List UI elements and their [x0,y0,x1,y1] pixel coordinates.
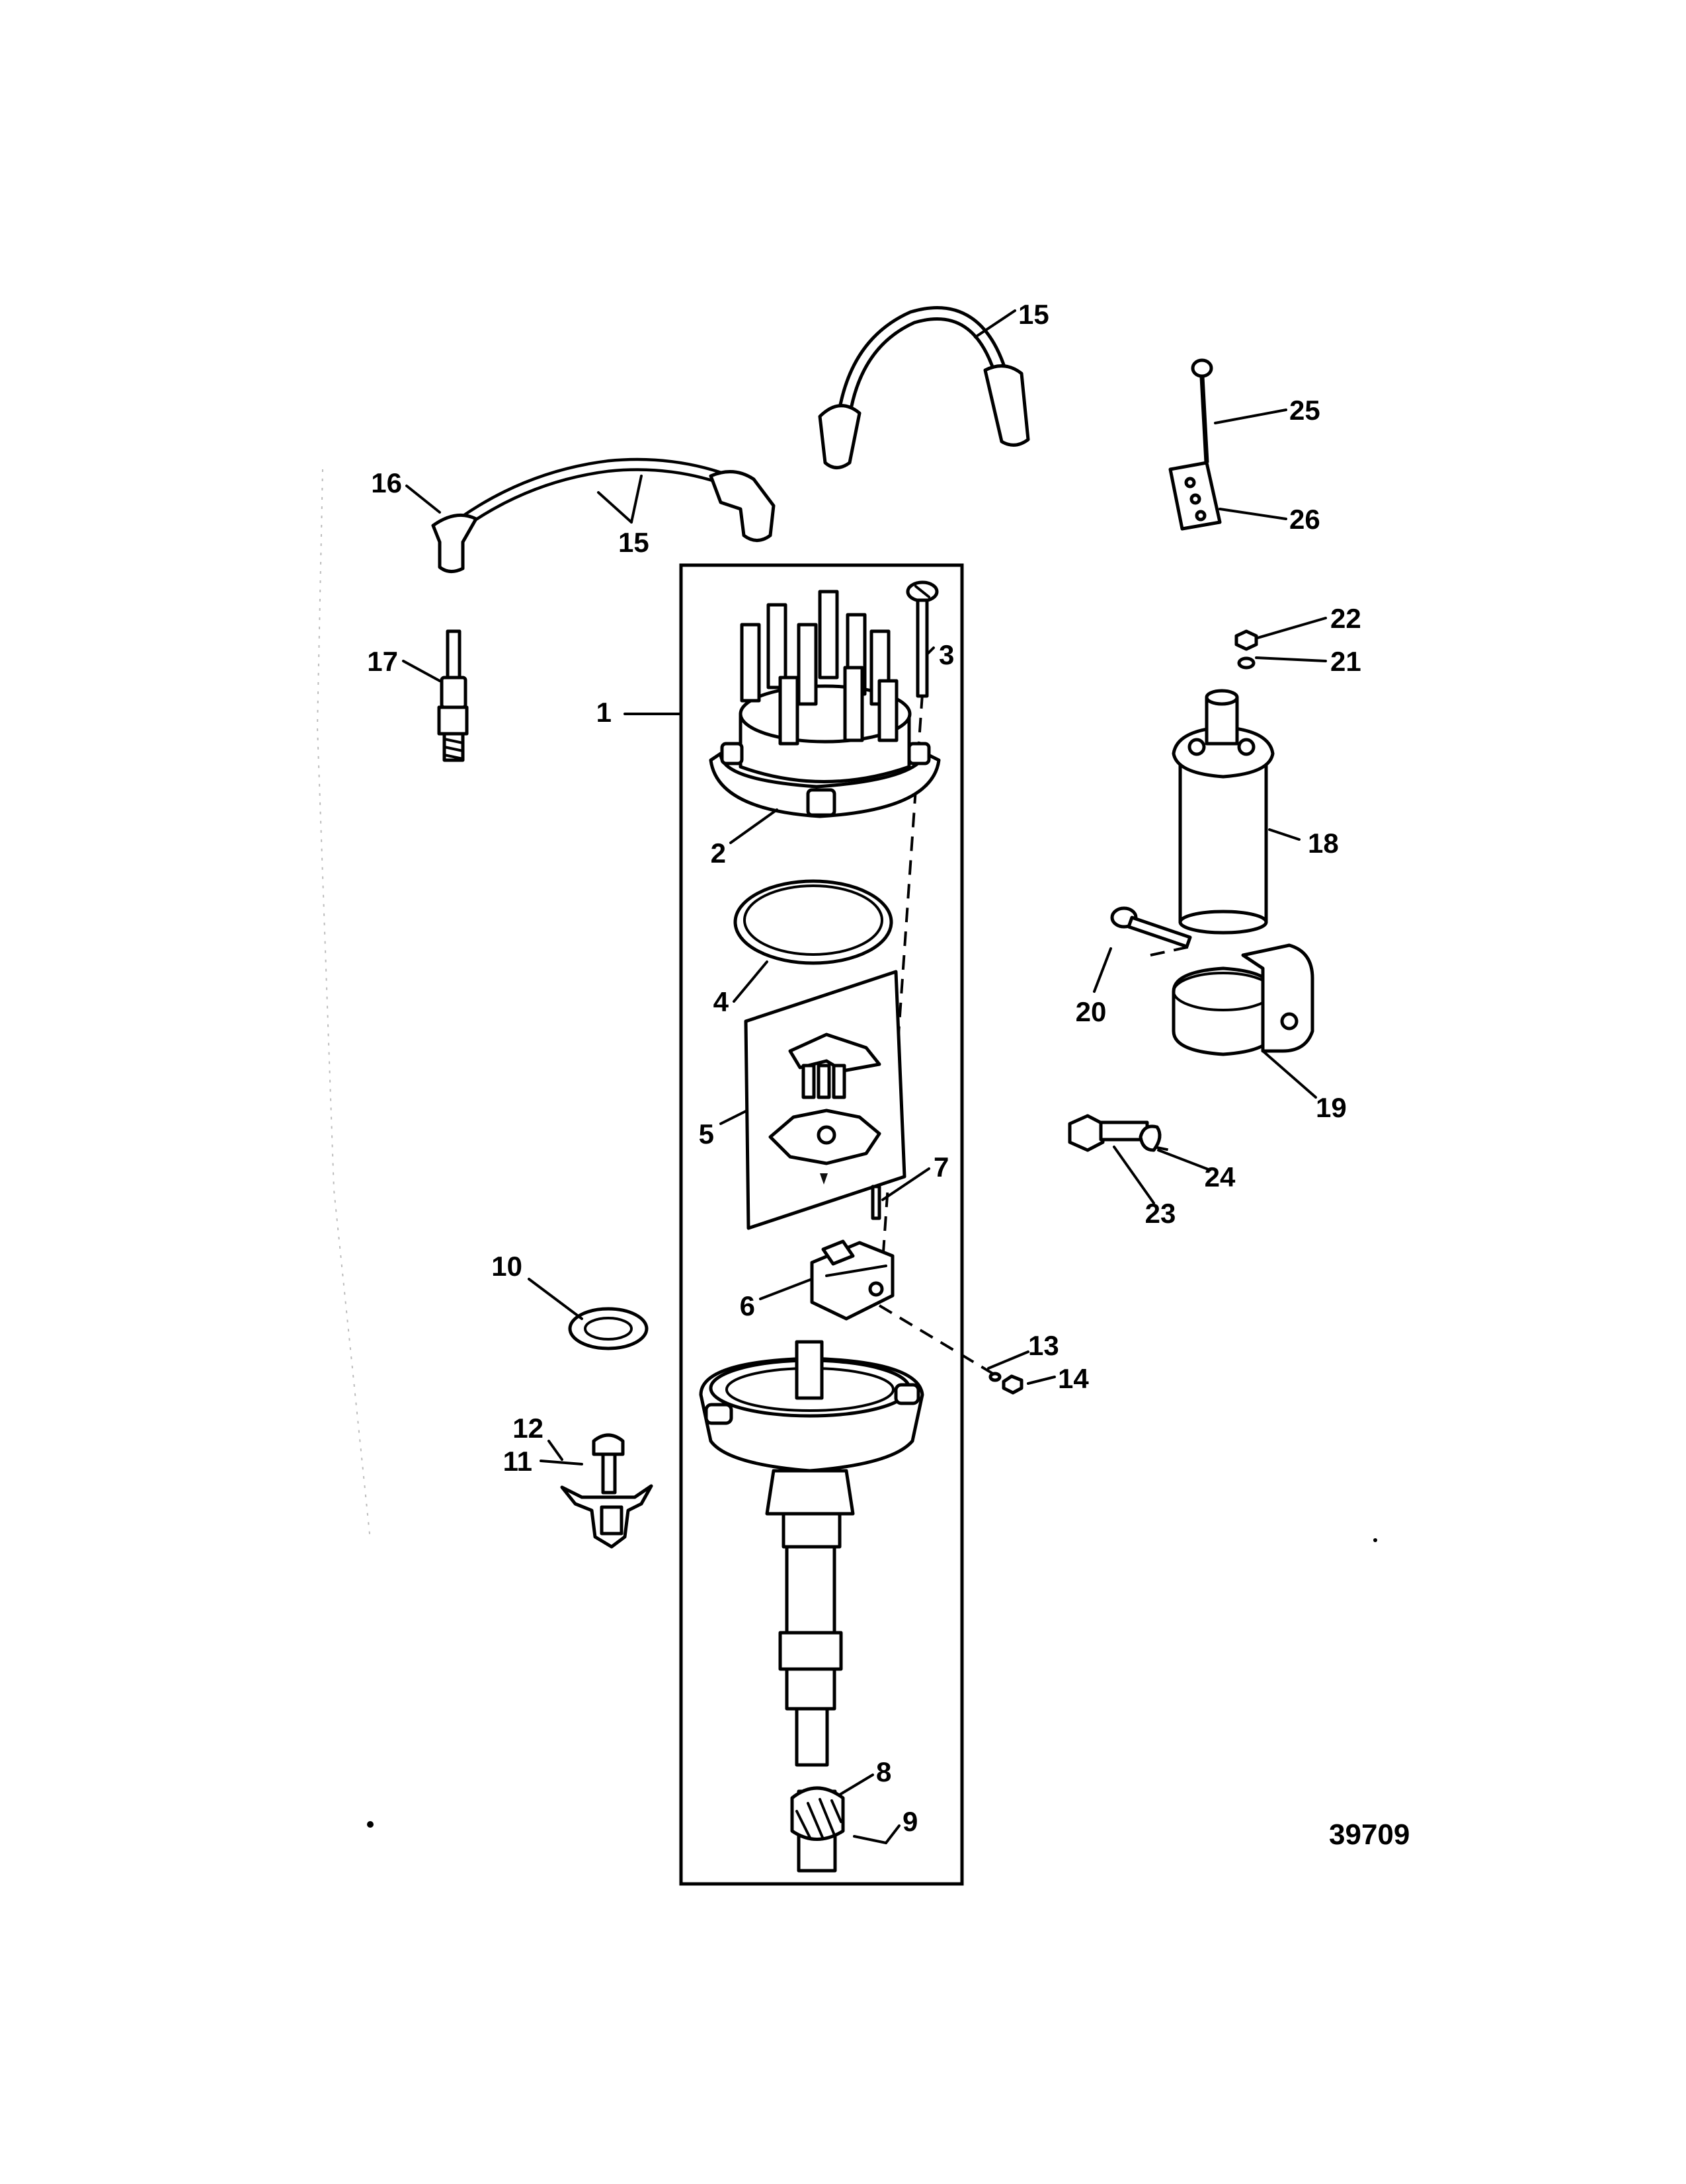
spark-plug-wire-short [818,306,1030,469]
coil-bracket [1172,943,1314,1056]
distributor-assembly-frame [679,563,964,1886]
callout-24: 24 [1205,1161,1236,1192]
module-screw [871,1185,881,1220]
callout-1: 1 [596,697,612,728]
leader-lines [402,309,1327,1844]
coil-nut [1234,629,1258,651]
callout-23: 23 [1145,1198,1176,1229]
scan-artifact-line [316,469,371,1541]
figure-number: 39709 [1329,1818,1410,1851]
scan-speck [367,1821,374,1828]
hex-nut-small [1002,1374,1024,1395]
alignment-line-screw [878,693,924,1309]
scan-speck [1373,1538,1377,1542]
callout-13: 13 [1028,1330,1059,1361]
callout-16: 16 [371,467,402,498]
callout-18: 18 [1308,828,1339,859]
callout-8: 8 [876,1756,891,1787]
distributor-cap [709,590,941,818]
callout-9: 9 [903,1806,918,1837]
callout-20: 20 [1076,996,1107,1027]
tachometer-lead [1191,358,1213,463]
callout-15-left: 15 [618,527,649,558]
terminal-block [1168,461,1222,531]
callout-25: 25 [1289,395,1320,426]
callout-21: 21 [1330,646,1361,677]
lock-washer-small [988,1372,1002,1382]
rotor-kit-panel [744,970,906,1230]
callout-10: 10 [491,1251,522,1282]
ignition-coil [1172,689,1275,935]
hold-down-clamp [560,1484,653,1549]
callout-labels: 1 2 3 4 5 6 7 8 9 10 11 12 13 14 15 15 1… [367,299,1361,1837]
callout-17: 17 [367,646,398,677]
callout-2: 2 [711,838,726,869]
callout-5: 5 [699,1118,714,1150]
distributor-washer [568,1307,649,1350]
callout-11: 11 [503,1446,532,1477]
callout-12: 12 [512,1413,543,1444]
callout-7: 7 [934,1151,949,1183]
callout-14: 14 [1058,1363,1089,1394]
callout-19: 19 [1316,1092,1347,1123]
cap-screw [906,580,939,698]
distributor-housing [699,1340,924,1767]
spark-plug [437,629,469,762]
drive-gear [790,1786,845,1873]
hold-down-bolt [592,1433,625,1495]
callout-22: 22 [1330,603,1361,634]
spark-plug-wire-long [431,457,776,573]
alignment-line-bracket [1150,944,1197,956]
callout-3: 3 [939,639,954,670]
split-lock-washer [1139,1124,1162,1152]
callout-6: 6 [740,1290,755,1321]
cap-seal-ring [733,879,893,965]
bracket-bolt-long [1110,906,1192,949]
callout-15-top: 15 [1018,299,1049,330]
hex-bolt [1068,1114,1149,1152]
ignition-module [810,1239,895,1321]
callout-26: 26 [1289,504,1320,535]
roll-pin [853,1835,887,1844]
coil-lock-washer [1237,656,1256,670]
callout-4: 4 [713,986,729,1017]
alignment-line-nut [878,1304,996,1376]
